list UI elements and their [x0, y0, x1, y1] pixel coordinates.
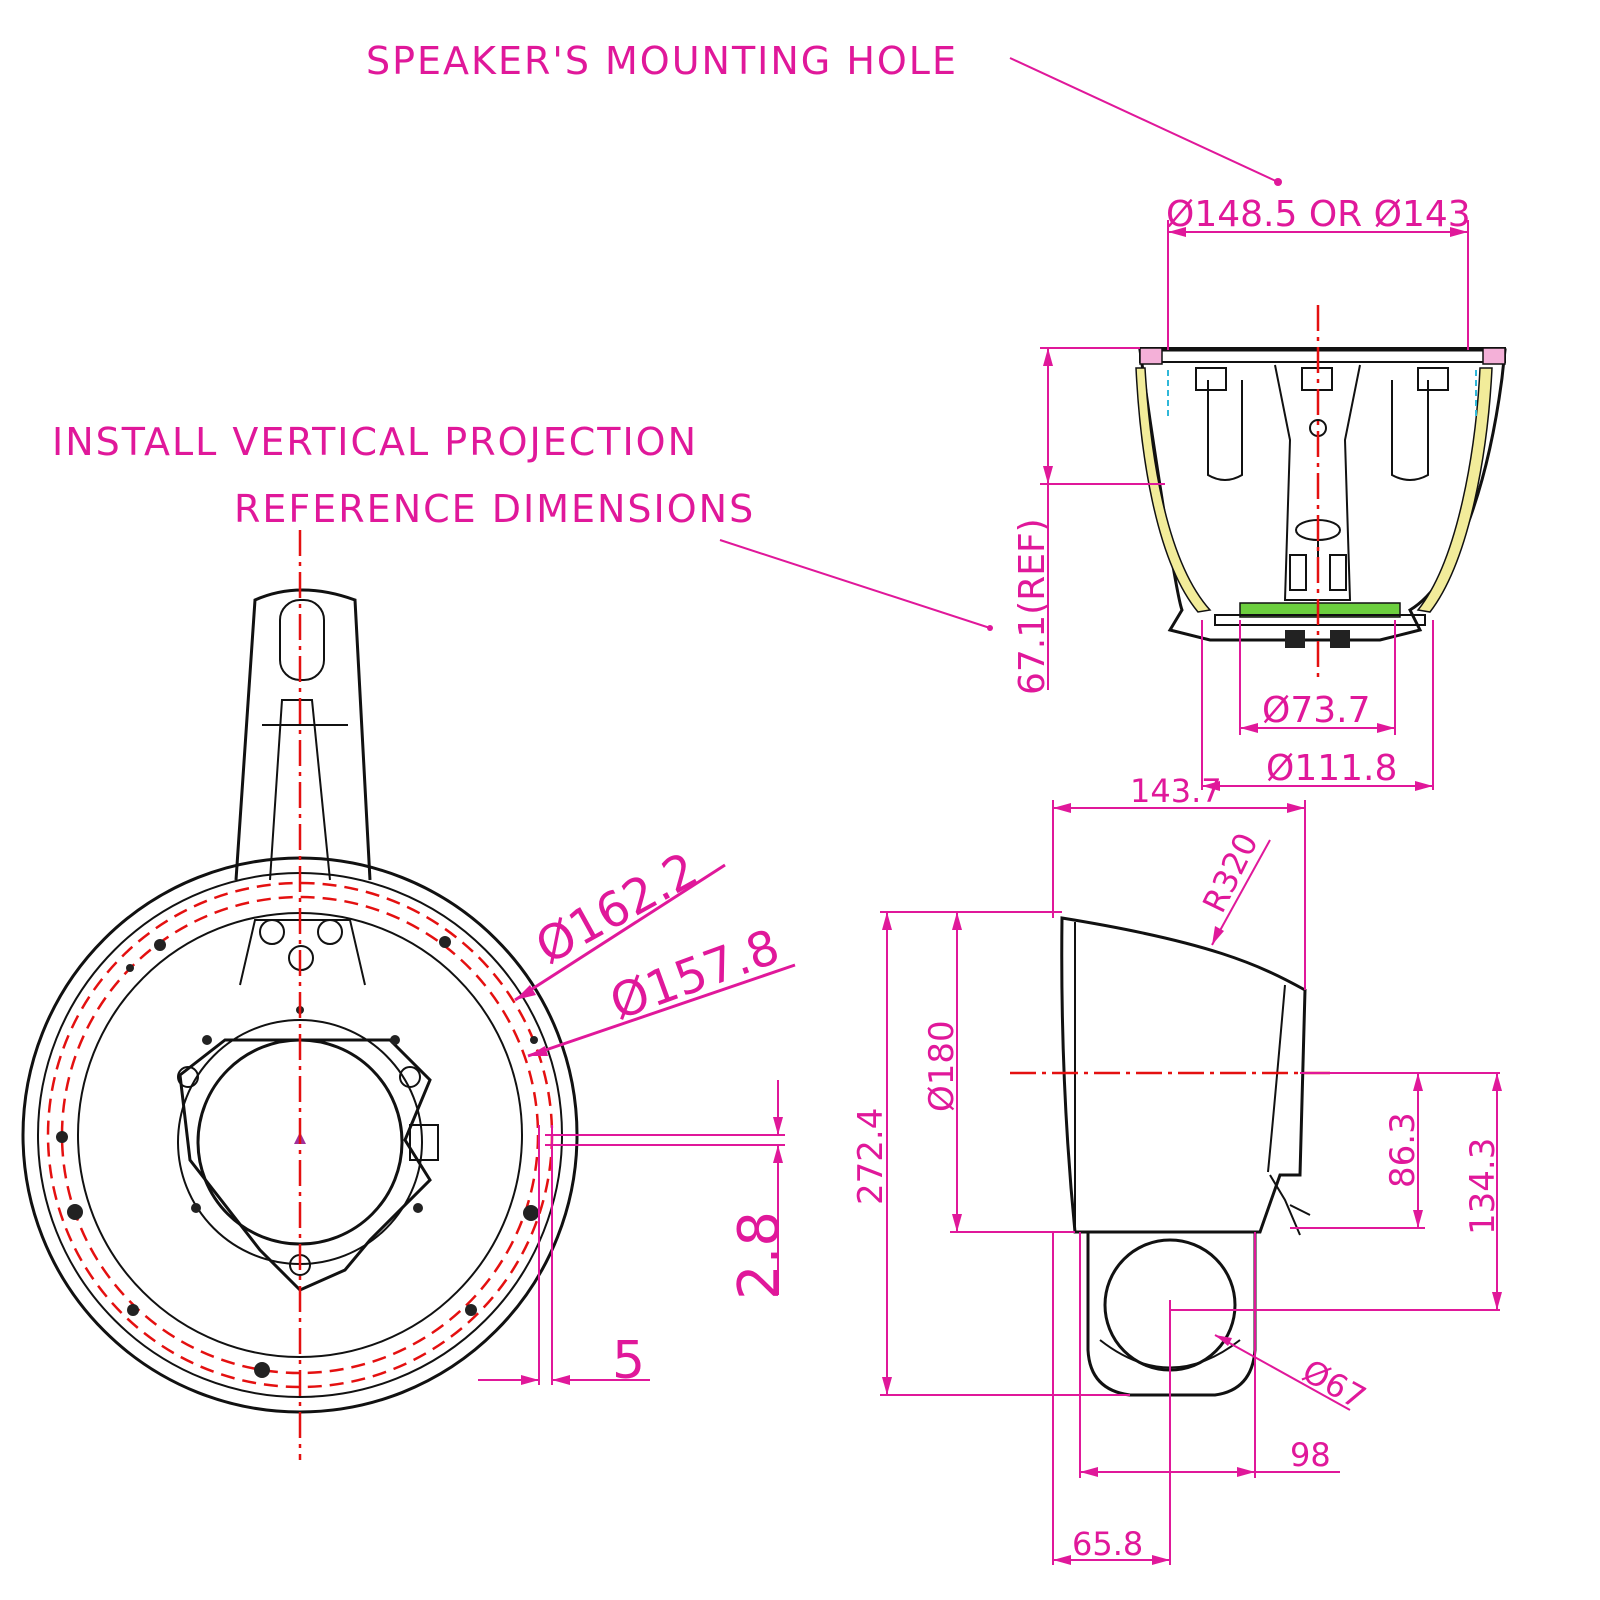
height-ref-label: 67.1(REF)	[1012, 518, 1053, 695]
d180-label: Ø180	[922, 1020, 962, 1112]
d111-label: Ø111.8	[1266, 748, 1397, 789]
depth-label: 143.7	[1130, 772, 1222, 810]
w98-label: 98	[1290, 1436, 1331, 1474]
cup-dimensions: Ø148.5 OR Ø143 67.1(REF) Ø73.7 Ø111.8	[1012, 194, 1471, 791]
d67-label: Ø67	[1296, 1352, 1372, 1417]
hole-diameter-label: Ø148.5 OR Ø143	[1166, 194, 1471, 235]
total-height-label: 272.4	[851, 1108, 891, 1205]
offset-label: 5	[612, 1331, 645, 1391]
projection-note-line2: REFERENCE DIMENSIONS	[234, 487, 755, 531]
h86-label: 86.3	[1383, 1112, 1423, 1188]
d157-label: Ø157.8	[603, 919, 787, 1032]
gap-label: 2.8	[727, 1211, 792, 1300]
projection-note-line1: INSTALL VERTICAL PROJECTION	[52, 420, 698, 464]
front-view	[21, 530, 579, 1460]
h134-label: 134.3	[1463, 1138, 1503, 1235]
cup-section-view	[1135, 305, 1507, 680]
d73-label: Ø73.7	[1262, 690, 1371, 731]
w65-label: 65.8	[1072, 1525, 1143, 1563]
side-view	[1010, 916, 1335, 1397]
front-dimensions: Ø162.2 Ø157.8 2.8 5	[478, 842, 796, 1391]
radius-label: R320	[1195, 827, 1266, 919]
mounting-hole-note: SPEAKER'S MOUNTING HOLE	[366, 39, 958, 83]
side-dimensions: 143.7 R320 Ø180 272.4 86.3 134.3 Ø67	[851, 772, 1503, 1565]
